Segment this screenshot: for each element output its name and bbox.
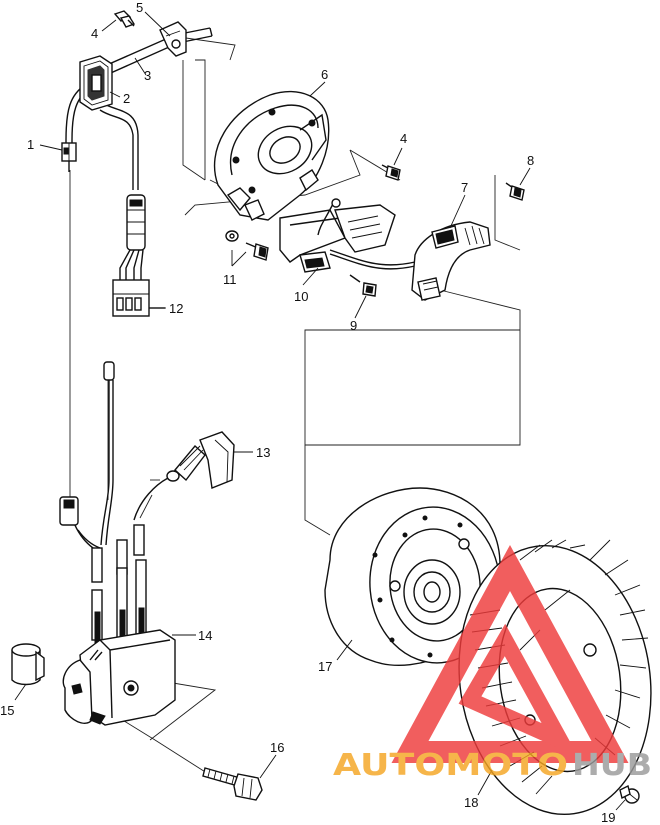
part-label-17: 17 bbox=[318, 659, 332, 674]
part-number-labels: 1 2 3 4 5 6 4 8 7 11 10 9 12 13 14 15 16… bbox=[0, 0, 615, 825]
watermark-text-automoto: AUTOMOTO bbox=[333, 748, 568, 783]
ignition-leads bbox=[91, 524, 147, 646]
wiring-harness bbox=[65, 27, 213, 190]
stator-plate-part-6 bbox=[213, 90, 330, 221]
leader-lines bbox=[14, 11, 626, 811]
part-label-7: 7 bbox=[461, 180, 468, 195]
part-label-3: 3 bbox=[144, 68, 151, 83]
part-label-2: 2 bbox=[123, 91, 130, 106]
part-label-10: 10 bbox=[294, 289, 308, 304]
part-label-9: 9 bbox=[350, 318, 357, 333]
screw-part-11 bbox=[225, 230, 269, 267]
assembly-guide-lines bbox=[69, 34, 521, 776]
watermark-triangle-logo bbox=[391, 544, 629, 763]
part-label-16: 16 bbox=[270, 740, 284, 755]
part-label-14: 14 bbox=[198, 628, 212, 643]
part-label-15: 15 bbox=[0, 703, 14, 718]
pulser-coil-part-10 bbox=[279, 198, 416, 273]
spark-plug-cap-part-13 bbox=[166, 431, 235, 489]
harness-connector-part-12 bbox=[112, 194, 165, 317]
screw-part-4-top bbox=[113, 10, 136, 28]
screw-part-9 bbox=[349, 274, 377, 297]
regulator-bracket-part-2 bbox=[79, 55, 113, 111]
ignition-coil-part-14 bbox=[62, 629, 176, 726]
automotohub-watermark: AUTOMOTO HUB bbox=[333, 544, 652, 783]
cable-clamp-part-5 bbox=[159, 21, 187, 57]
screw-part-19 bbox=[619, 784, 640, 804]
connector-part-1 bbox=[61, 142, 77, 172]
part-label-5: 5 bbox=[136, 0, 143, 15]
part-label-18: 18 bbox=[464, 795, 478, 810]
part-label-11: 11 bbox=[223, 272, 237, 287]
part-label-4-right: 4 bbox=[400, 131, 407, 146]
part-label-4-top: 4 bbox=[91, 26, 98, 41]
rubber-grommet-part-15 bbox=[11, 643, 45, 686]
part-label-13: 13 bbox=[256, 445, 270, 460]
screw-part-8 bbox=[505, 182, 525, 201]
watermark-text-hub: HUB bbox=[572, 748, 652, 783]
part-label-19: 19 bbox=[601, 810, 615, 825]
bolt-part-16 bbox=[202, 767, 263, 801]
part-label-1: 1 bbox=[27, 137, 34, 152]
ignition-wiring bbox=[59, 361, 169, 551]
part-label-6: 6 bbox=[321, 67, 328, 82]
charge-coil-part-7 bbox=[411, 221, 491, 301]
part-label-8: 8 bbox=[527, 153, 534, 168]
screw-part-4-right bbox=[381, 164, 401, 181]
part-label-12: 12 bbox=[169, 301, 183, 316]
